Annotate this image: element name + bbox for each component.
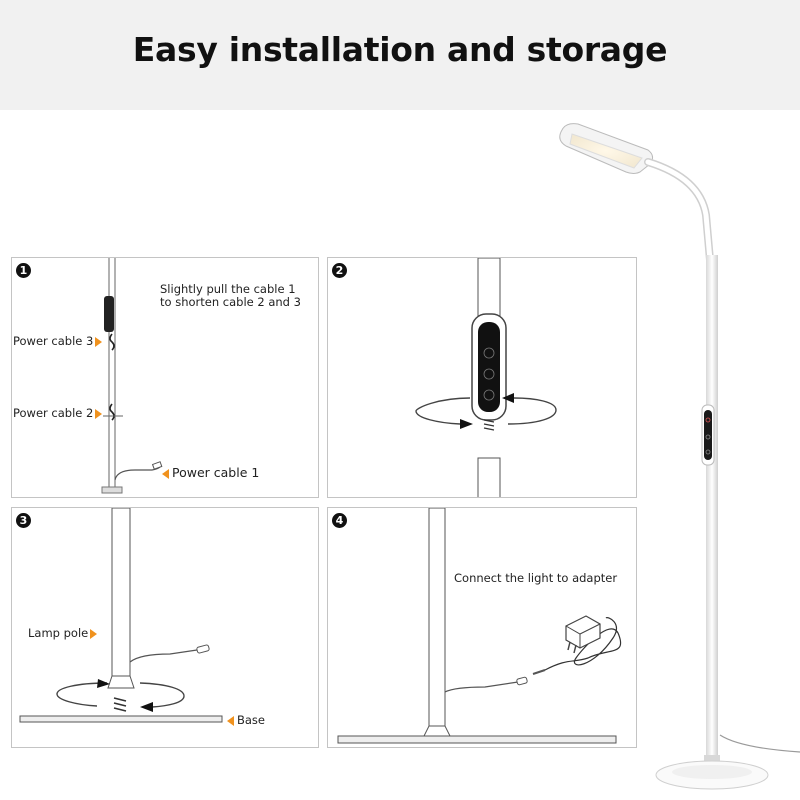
title-banner: Easy installation and storage bbox=[0, 0, 800, 110]
pole-cable-plug bbox=[516, 676, 528, 686]
step-4-panel: 4 Connect the light to adapter bbox=[327, 507, 637, 748]
power-adapter-icon bbox=[565, 615, 601, 654]
pole-flange bbox=[423, 725, 451, 737]
screw-thread bbox=[483, 419, 495, 431]
lamp-pole-text: Lamp pole bbox=[28, 626, 89, 640]
step-3-number: 3 bbox=[16, 513, 31, 528]
power-cable-1-label: Power cable 1 bbox=[162, 465, 259, 480]
power-icon bbox=[483, 347, 495, 359]
cable-3-coil bbox=[109, 333, 115, 351]
step-4-illustration bbox=[337, 508, 622, 744]
base-text: Base bbox=[237, 713, 266, 727]
lamp-light-panel bbox=[569, 133, 643, 169]
power-cable-1-plug bbox=[151, 461, 163, 470]
adapter-cable-plug bbox=[532, 669, 546, 675]
rotate-arrow-front bbox=[139, 682, 185, 708]
page-title: Easy installation and storage bbox=[132, 30, 668, 69]
brightness-icon bbox=[483, 368, 495, 380]
color-temperature-icon bbox=[483, 389, 495, 401]
power-cable-2-label: Power cable 2 bbox=[13, 406, 103, 420]
base-screw-thread bbox=[113, 697, 127, 712]
lamp-base-plate bbox=[337, 735, 617, 744]
step-2-panel: 2 bbox=[327, 257, 637, 498]
lamp-pole bbox=[111, 508, 131, 677]
power-cable-3-text: Power cable 3 bbox=[13, 334, 94, 348]
pole-base bbox=[101, 486, 123, 494]
power-icon bbox=[705, 417, 711, 423]
pole-cable bbox=[129, 649, 198, 663]
pole-cable-plug bbox=[196, 644, 210, 654]
rotate-arrowhead bbox=[460, 419, 473, 429]
power-cable-2-text: Power cable 2 bbox=[13, 406, 94, 420]
step-4-instruction: Connect the light to adapter bbox=[454, 571, 618, 585]
orange-arrow-icon bbox=[162, 468, 169, 479]
lamp-pole-label: Lamp pole bbox=[28, 626, 98, 640]
orange-arrow-icon bbox=[227, 715, 234, 726]
lamp-main-pole bbox=[706, 255, 718, 760]
step-1-instruction: Slightly pull the cable 1 to shorten cab… bbox=[160, 282, 301, 309]
step-1-illustration bbox=[101, 258, 163, 494]
step-2-illustration bbox=[415, 258, 557, 497]
color-temperature-icon bbox=[705, 449, 711, 455]
rotate-arrowhead bbox=[140, 702, 153, 712]
power-cable-3-label: Power cable 3 bbox=[13, 334, 103, 348]
orange-arrow-icon bbox=[95, 336, 103, 347]
rotate-arrow-back bbox=[56, 682, 108, 707]
power-cable-1-line bbox=[114, 466, 161, 481]
step-1-number: 1 bbox=[16, 263, 31, 278]
step-4-number: 4 bbox=[332, 513, 347, 528]
rotate-arrow-front bbox=[507, 397, 557, 425]
pole-cable bbox=[444, 681, 519, 693]
base-label: Base bbox=[227, 713, 265, 727]
lamp-pole bbox=[428, 508, 446, 727]
rotate-arrow-back bbox=[415, 397, 471, 425]
step-1-panel: 1 Slightly pull the cable 1 to shorten c… bbox=[11, 257, 319, 498]
step-3-panel: 3 Lamp pole Base bbox=[11, 507, 319, 748]
pole-flange bbox=[107, 675, 135, 689]
rotate-arrowhead bbox=[502, 393, 514, 403]
lamp-power-cable bbox=[719, 734, 800, 753]
cable-2-coil bbox=[109, 403, 115, 421]
orange-arrow-icon bbox=[90, 628, 98, 639]
rotate-arrowhead bbox=[97, 679, 110, 688]
lamp-base-plate bbox=[19, 715, 223, 723]
power-cable-1-text: Power cable 1 bbox=[172, 465, 260, 480]
step-3-illustration bbox=[19, 508, 223, 723]
controller-panel bbox=[104, 296, 114, 332]
orange-arrow-icon bbox=[95, 408, 103, 419]
step-2-number: 2 bbox=[332, 263, 347, 278]
floor-lamp-illustration bbox=[559, 123, 800, 790]
brightness-icon bbox=[705, 434, 711, 440]
